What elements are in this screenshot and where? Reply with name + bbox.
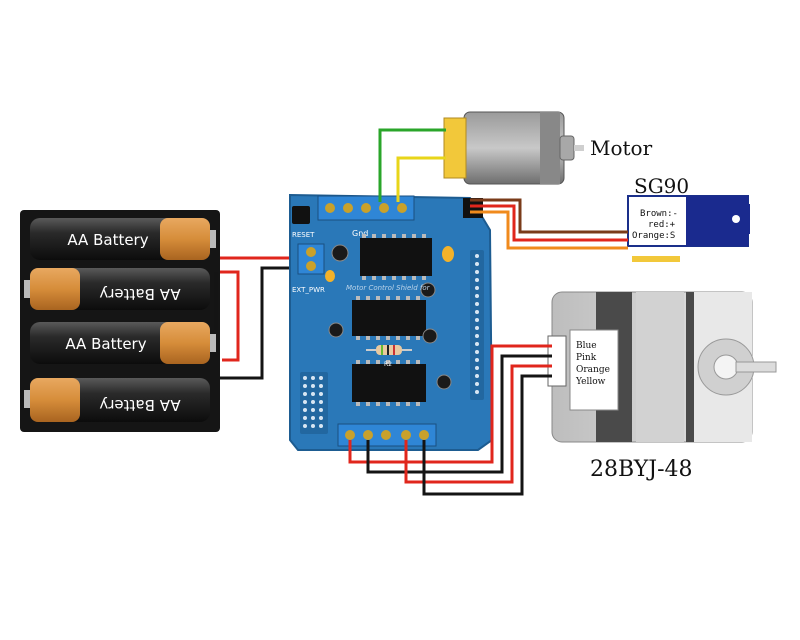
header-pin: [311, 400, 315, 404]
top-terminal-block: [317, 195, 415, 221]
battery-cell-1: AA Battery: [30, 218, 216, 260]
header-pin: [311, 376, 315, 380]
header-pin: [319, 376, 323, 380]
header-pin: [475, 294, 479, 298]
capacitors: [325, 244, 454, 390]
header-pin: [475, 350, 479, 354]
bottom-terminal-block: [337, 423, 437, 447]
stepper-wire-yellow: Yellow: [575, 377, 606, 387]
reset-label: RESET: [292, 231, 315, 239]
driver-chip-2: [352, 300, 426, 336]
header-pin: [319, 408, 323, 412]
header-pin: [475, 342, 479, 346]
header-pin: [475, 254, 479, 258]
header-pin: [303, 424, 307, 428]
header-pin: [475, 310, 479, 314]
battery-label-2: AA Battery: [99, 285, 180, 303]
header-pin: [311, 416, 315, 420]
header-pin: [311, 392, 315, 396]
battery-label-3: AA Battery: [65, 335, 146, 353]
driver-chip-1: [360, 238, 432, 276]
gnd-label: Gnd: [352, 229, 368, 238]
header-pin: [303, 376, 307, 380]
servo-pin-red: red:+: [648, 220, 676, 230]
header-pin: [311, 424, 315, 428]
motor-wires: [378, 128, 446, 202]
header-pin: [475, 390, 479, 394]
battery-cell-2: AA Battery: [24, 268, 210, 310]
header-pin: [475, 326, 479, 330]
r2-label: R2: [384, 361, 392, 368]
header-pins: [303, 254, 479, 428]
header-pin: [475, 278, 479, 282]
header-pin: [475, 374, 479, 378]
header-pin: [475, 334, 479, 338]
header-pin: [475, 270, 479, 274]
battery-label-1: AA Battery: [67, 231, 148, 249]
servo-sg90: SG90 Brown:- red:+ Orange:S: [627, 174, 750, 262]
driver-chip-3: [352, 364, 426, 402]
header-pin: [303, 408, 307, 412]
dc-motor: Motor: [443, 111, 653, 185]
header-pin: [319, 416, 323, 420]
header-pin: [475, 262, 479, 266]
header-pin: [303, 416, 307, 420]
stepper-motor: Blue Pink Orange Yellow 28BYJ-48: [547, 291, 777, 482]
stepper-wire-pink: Pink: [576, 353, 597, 363]
header-pin: [303, 392, 307, 396]
servo-pin-orange: Orange:S: [632, 231, 675, 241]
motor-label: Motor: [590, 136, 653, 160]
stepper-label: 28BYJ-48: [590, 457, 693, 482]
servo-pin-brown: Brown:-: [640, 209, 678, 219]
header-pin: [311, 384, 315, 388]
header-pin: [475, 318, 479, 322]
reset-button: [292, 206, 310, 224]
ext-pwr-label: EXT_PWR: [292, 286, 325, 294]
power-terminal: [297, 243, 325, 275]
header-pin: [303, 384, 307, 388]
resistor-r2: R2: [366, 345, 412, 368]
servo-wires: [470, 198, 628, 250]
battery-wires: [214, 256, 300, 380]
servo-title: SG90: [634, 174, 689, 198]
battery-cell-3: AA Battery: [30, 322, 216, 364]
header-pin: [319, 392, 323, 396]
motor-shield-board: RESET EXT_PWR Gnd: [289, 193, 494, 451]
header-pin: [475, 382, 479, 386]
stepper-wires: [348, 344, 552, 496]
battery-pack: AA Battery AA Battery AA Battery AA Batt…: [20, 210, 220, 432]
battery-holder: [20, 210, 220, 432]
header-pin: [475, 302, 479, 306]
header-pin: [475, 286, 479, 290]
stepper-wire-orange: Orange: [576, 365, 610, 375]
battery-cell-4: AA Battery: [24, 378, 210, 422]
header-pin: [475, 366, 479, 370]
header-pin: [319, 400, 323, 404]
header-pin: [475, 358, 479, 362]
board-text: Motor Control Shield for: [346, 284, 431, 292]
stepper-wire-blue: Blue: [576, 341, 597, 351]
battery-label-4: AA Battery: [99, 396, 180, 414]
header-pin: [319, 424, 323, 428]
header-pin: [303, 400, 307, 404]
header-pin: [311, 408, 315, 412]
header-pin: [319, 384, 323, 388]
